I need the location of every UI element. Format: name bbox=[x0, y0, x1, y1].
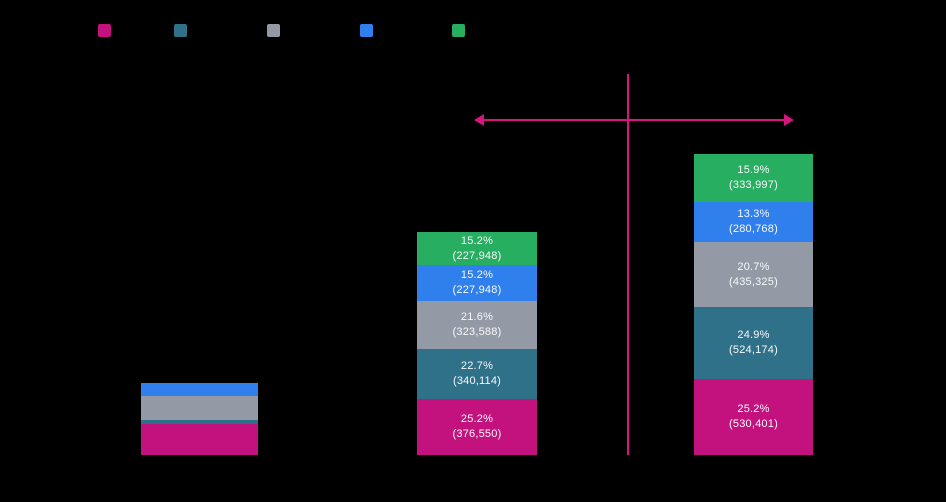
bar-3-segment-magenta: 25.2% (530,401) bbox=[694, 379, 813, 455]
legend bbox=[0, 0, 946, 50]
segment-percent-label: 22.7% bbox=[460, 360, 494, 372]
bar-2-segment-blue: 15.2% (227,948) bbox=[417, 265, 537, 301]
segment-count-label: (280,768) bbox=[729, 223, 778, 235]
annotation-vertical-line bbox=[627, 74, 629, 455]
segment-count-label: (227,948) bbox=[452, 284, 502, 296]
bar-1-segment-magenta bbox=[141, 424, 258, 455]
segment-percent-label: 25.2% bbox=[460, 413, 494, 425]
segment-percent-label: 20.7% bbox=[737, 260, 770, 273]
segment-count-label: (524,174) bbox=[729, 344, 778, 356]
bar-1-segment-gray bbox=[141, 396, 258, 420]
legend-swatch-gray[interactable] bbox=[267, 24, 280, 37]
legend-swatch-teal[interactable] bbox=[174, 24, 187, 37]
segment-count-label: (530,401) bbox=[729, 418, 778, 430]
segment-percent-label: 13.3% bbox=[737, 208, 770, 220]
bar-3-segment-green: 15.9% (333,997) bbox=[694, 154, 813, 202]
bar-1-segment-teal bbox=[141, 420, 258, 424]
segment-count-label: (323,588) bbox=[452, 326, 502, 338]
bar-3: 15.9% (333,997) 13.3% (280,768) 20.7% (435,32… bbox=[694, 154, 813, 455]
bar-1 bbox=[141, 383, 258, 455]
bar-3-segment-blue: 13.3% (280,768) bbox=[694, 202, 813, 242]
segment-percent-label: 15.2% bbox=[460, 269, 494, 281]
annotation-arrow bbox=[474, 114, 794, 126]
legend-swatch-blue[interactable] bbox=[360, 24, 373, 37]
segment-count-label: (376,550) bbox=[452, 428, 502, 440]
bar-2-segment-green: 15.2% (227,948) bbox=[417, 232, 537, 265]
arrow-head-right-icon bbox=[784, 114, 794, 126]
bar-2-segment-magenta: 25.2% (376,550) bbox=[417, 399, 537, 455]
segment-count-label: (333,997) bbox=[729, 179, 778, 191]
segment-percent-label: 24.9% bbox=[737, 329, 770, 341]
segment-percent-label: 15.9% bbox=[737, 164, 770, 176]
bar-2: 15.2% (227,948) 15.2% (227,948) 21.6% (323,58… bbox=[417, 232, 537, 455]
bar-2-segment-teal: 22.7% (340,114) bbox=[417, 349, 537, 399]
bar-3-segment-gray: 20.7% (435,325) bbox=[694, 242, 813, 307]
legend-swatch-magenta[interactable] bbox=[98, 24, 111, 37]
segment-percent-label: 21.6% bbox=[460, 311, 494, 323]
segment-count-label: (227,948) bbox=[452, 249, 502, 262]
bar-2-segment-gray: 21.6% (323,588) bbox=[417, 301, 537, 349]
legend-swatch-green[interactable] bbox=[452, 24, 465, 37]
arrow-head-left-icon bbox=[474, 114, 484, 126]
segment-percent-label: 15.2% bbox=[460, 234, 494, 247]
segment-percent-label: 25.2% bbox=[737, 403, 770, 415]
segment-count-label: (340,114) bbox=[452, 375, 502, 387]
bar-1-segment-blue bbox=[141, 383, 258, 396]
segment-count-label: (435,325) bbox=[729, 275, 778, 288]
bar-3-segment-teal: 24.9% (524,174) bbox=[694, 307, 813, 379]
